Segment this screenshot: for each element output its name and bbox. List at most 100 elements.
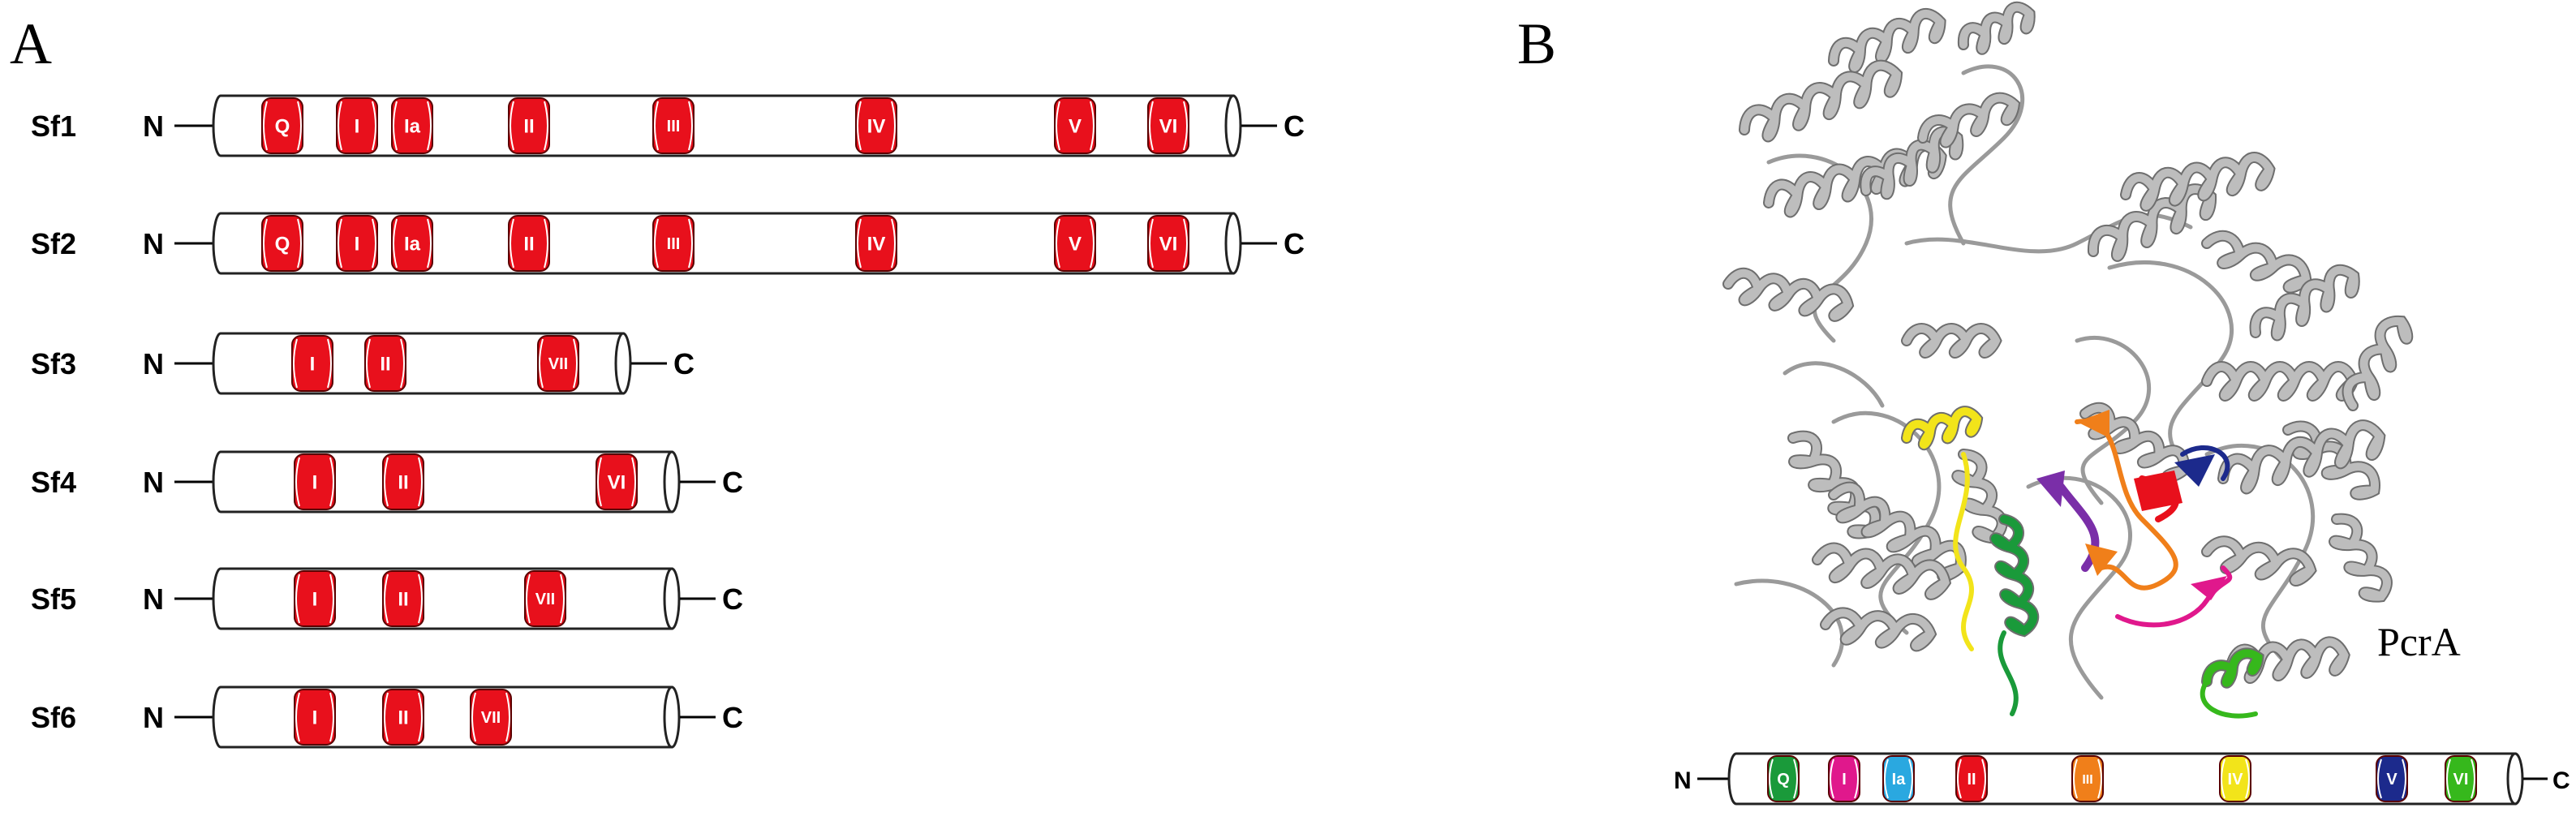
motif-ii: II — [382, 570, 424, 627]
motif-shade-right — [891, 101, 896, 151]
gray-helix — [2249, 264, 2360, 342]
motif-vii: VII — [537, 335, 579, 392]
motif-block — [364, 335, 406, 392]
motif-label: I — [355, 234, 360, 256]
motif-shade-right — [631, 457, 636, 507]
motif-shade-right — [2097, 758, 2102, 799]
helix-fill — [2203, 537, 2316, 586]
motif-iv: IV — [855, 97, 897, 154]
n-terminus-label: N — [143, 227, 164, 260]
motif-block — [336, 215, 378, 272]
n-terminus-label: N — [1674, 767, 1692, 794]
motif-shade-right — [372, 101, 376, 151]
gray-helix — [1917, 92, 2021, 148]
motif-q-helix — [1989, 513, 2040, 638]
gray-helix — [1763, 140, 1947, 218]
colored-motif-ribbons — [1901, 406, 2264, 719]
motif-shade-right — [1793, 758, 1798, 799]
bar-end-cap — [663, 567, 681, 630]
motif-shade-left — [393, 101, 398, 151]
bar-body — [212, 567, 673, 630]
motif-shade-right — [418, 692, 423, 742]
motif-ii: II — [382, 689, 424, 746]
motif-block — [261, 97, 303, 154]
motif-label: II — [1967, 771, 1976, 788]
motif-q: Q — [1767, 755, 1800, 802]
motif-label: Ia — [404, 234, 421, 256]
motif-iv: IV — [855, 215, 897, 272]
motif-block — [2445, 755, 2477, 802]
motif-shade-left — [1957, 758, 1962, 799]
motif-shade-left — [1884, 758, 1889, 799]
motif-shade-right — [297, 218, 302, 269]
motif-block — [291, 335, 333, 392]
bar-end-cap — [1224, 94, 1242, 157]
motif-shade-left — [2073, 758, 2078, 799]
motif-block — [508, 215, 550, 272]
motif-block — [391, 97, 433, 154]
bar-end-cap — [1224, 212, 1242, 275]
motif-shade-right — [329, 457, 334, 507]
helix-fill — [1813, 544, 1950, 599]
gray-helix — [1812, 542, 1952, 600]
motif-shade-left — [857, 101, 862, 151]
motif-label: VI — [1159, 116, 1178, 138]
gray-helix — [2342, 316, 2414, 411]
motif-block — [382, 453, 424, 510]
motif-shade-right — [329, 692, 334, 742]
motif-ii: II — [364, 335, 406, 392]
motif-shade-left — [526, 574, 531, 624]
gray-helix — [2201, 361, 2359, 402]
motif-i: I — [294, 570, 336, 627]
n-terminus-label: N — [143, 466, 164, 499]
motif-shade-right — [2402, 758, 2406, 799]
c-terminus-label: C — [1284, 110, 1305, 143]
motif-shade-left — [1056, 101, 1060, 151]
panel-label-b: B — [1517, 11, 1556, 76]
gray-helix — [1820, 607, 1937, 652]
motif-shade-right — [688, 218, 693, 269]
motif-label: VI — [2453, 771, 2469, 788]
motif-i: I — [294, 453, 336, 510]
helix-fill — [2081, 403, 2188, 481]
motif-shade-right — [1090, 101, 1094, 151]
gray-helix — [2201, 230, 2312, 294]
motif-iii-arrow — [2085, 544, 2118, 576]
motif-shade-right — [427, 218, 432, 269]
helix-outline — [1739, 59, 1903, 143]
motif-shade-right — [1981, 758, 1986, 799]
motif-block — [652, 97, 695, 154]
family-label: Sf4 — [31, 466, 76, 499]
helix-fill — [2330, 514, 2391, 601]
c-terminus-label: C — [2552, 767, 2570, 794]
pcra-structure-cartoon — [1722, 1, 2414, 719]
motif-shade-right — [505, 692, 510, 742]
motif-label: VII — [535, 591, 555, 608]
gray-loop — [1734, 578, 1845, 668]
motif-v-sheet — [2174, 454, 2215, 487]
motif-ii: II — [1955, 755, 1988, 802]
helix-fill — [1830, 483, 1965, 581]
motif-v-loop — [2180, 445, 2230, 481]
motif-shade-left — [1830, 758, 1834, 799]
helix-fill — [1821, 608, 1936, 651]
motif-shade-right — [418, 574, 423, 624]
motif-shade-left — [1056, 218, 1060, 269]
motif-shade-left — [263, 101, 268, 151]
motif-i: I — [336, 215, 378, 272]
gray-loop — [1948, 64, 2025, 246]
motif-block — [1054, 97, 1096, 154]
motif-block — [1767, 755, 1800, 802]
motif-ia: Ia — [391, 97, 433, 154]
motif-block — [652, 215, 695, 272]
motif-label: I — [355, 116, 360, 138]
helix-fill — [1724, 269, 1853, 320]
n-terminus-label: N — [143, 582, 164, 616]
motif-iv-helix — [1901, 406, 1984, 451]
motif-shade-right — [544, 218, 548, 269]
family-label: Sf2 — [31, 227, 76, 260]
